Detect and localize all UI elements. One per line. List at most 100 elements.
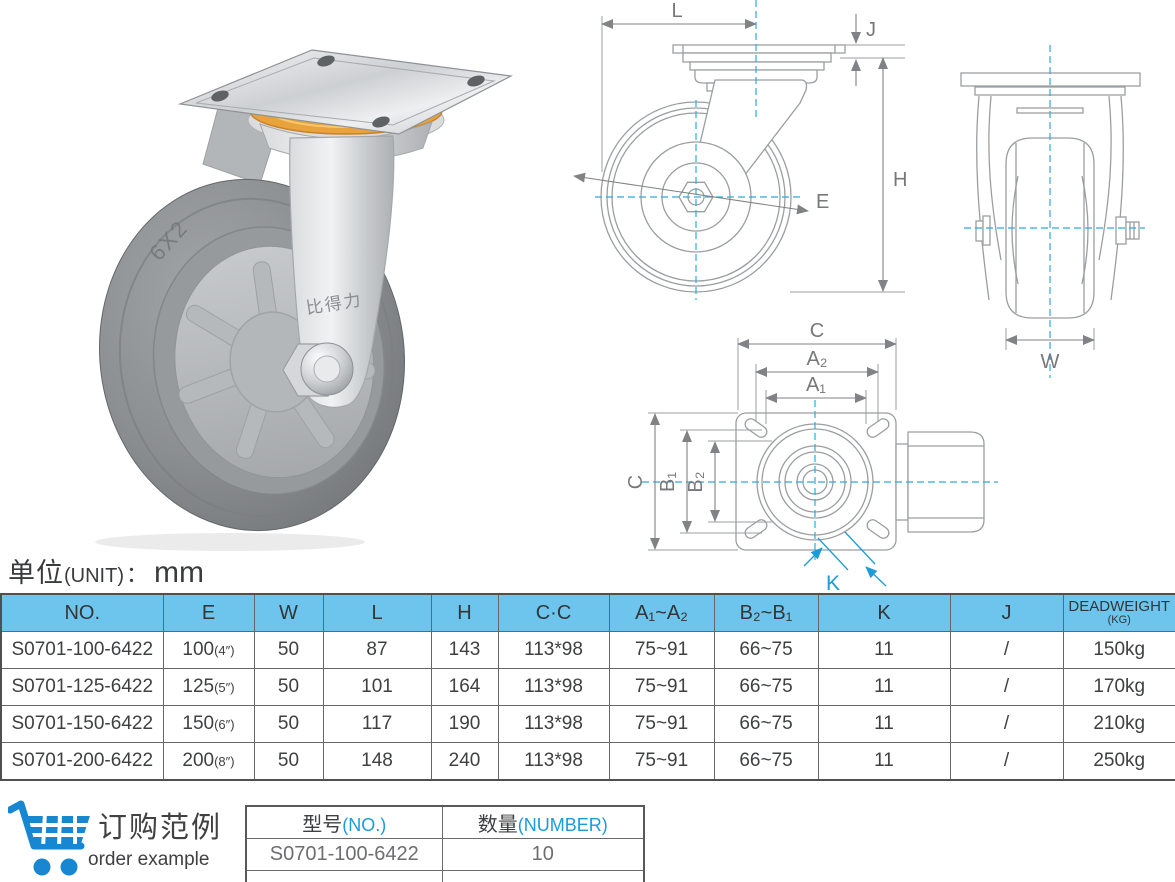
- spec-cell: 75~91: [608, 742, 715, 781]
- spec-header-cell-1: E: [162, 593, 255, 632]
- dim-label-E: E: [816, 191, 829, 213]
- dim-label-L: L: [671, 0, 682, 22]
- spec-header-cell-2: W: [253, 593, 324, 632]
- spec-header-cell-9: J: [949, 593, 1064, 632]
- order-example-title: 订购范例 order example: [88, 804, 222, 871]
- spec-cell: 250kg: [1062, 742, 1175, 781]
- spec-header-cell-7: B₂~B₁: [713, 593, 819, 632]
- dim-label-H: H: [893, 169, 907, 191]
- spec-cell: 125(5″): [162, 668, 255, 706]
- spec-cell: 100(4″): [162, 631, 255, 669]
- dim-label-B2: B₂: [685, 471, 707, 492]
- spec-header-cell-6: A₁~A₂: [608, 593, 715, 632]
- spec-cell: 87: [322, 631, 432, 669]
- top-plate: [177, 49, 513, 135]
- spec-cell: 113*98: [497, 668, 610, 706]
- spec-header-cell-3: L: [322, 593, 432, 632]
- spec-header-cell-5: C·C: [497, 593, 610, 632]
- front-fork-leg: [289, 135, 395, 408]
- order-cell: [441, 870, 645, 882]
- spec-cell: 11: [817, 668, 951, 706]
- order-table-row: [245, 870, 645, 882]
- spec-cell: /: [949, 668, 1064, 706]
- wheel: 6X2: [98, 178, 406, 532]
- spec-cell: /: [949, 631, 1064, 669]
- spec-header-cell-0: NO.: [0, 593, 164, 632]
- spec-cell: 190: [430, 705, 499, 743]
- spec-cell: 117: [322, 705, 432, 743]
- spec-cell: S0701-100-6422: [0, 631, 164, 669]
- spec-cell: 150(6″): [162, 705, 255, 743]
- cart-icon: [8, 800, 90, 876]
- dim-label-A2: A₂: [806, 348, 827, 370]
- unit-label-en: (UNIT): [64, 565, 124, 587]
- spec-cell: 164: [430, 668, 499, 706]
- spec-cell: 50: [253, 631, 324, 669]
- spec-cell: S0701-150-6422: [0, 705, 164, 743]
- spec-cell: 113*98: [497, 742, 610, 781]
- spec-cell: 148: [322, 742, 432, 781]
- spec-cell: 66~75: [713, 742, 819, 781]
- dim-label-W: W: [1041, 351, 1060, 373]
- spec-cell: 113*98: [497, 705, 610, 743]
- spec-cell: 75~91: [608, 705, 715, 743]
- drawing-bottom-view: C A₂ A₁ C B₁ B₂: [625, 320, 998, 595]
- spec-cell: 75~91: [608, 668, 715, 706]
- dim-label-A1: A₁: [806, 374, 826, 396]
- spec-cell: 101: [322, 668, 432, 706]
- order-cell: [245, 870, 443, 882]
- spec-cell: /: [949, 705, 1064, 743]
- spec-cell: 11: [817, 631, 951, 669]
- spec-cell: 50: [253, 705, 324, 743]
- technical-drawings: L J H E: [573, 0, 1145, 595]
- order-header-cell-0: 型号(NO.): [245, 805, 443, 839]
- spec-cell: 66~75: [713, 705, 819, 743]
- order-cell: S0701-100-6422: [245, 838, 443, 871]
- dim-label-C-left: C: [625, 475, 647, 489]
- drawing-front-view: W: [960, 45, 1145, 378]
- order-example-title-en: order example: [88, 849, 210, 870]
- spec-cell: S0701-200-6422: [0, 742, 164, 781]
- dim-label-C-top: C: [810, 320, 824, 342]
- spec-header-cell-10: DEADWEIGHT(KG): [1062, 593, 1175, 632]
- order-cell: 10: [441, 838, 645, 871]
- spec-cell: 11: [817, 742, 951, 781]
- spec-cell: 66~75: [713, 668, 819, 706]
- unit-label-cn: 单位: [8, 558, 64, 588]
- spec-cell: 11: [817, 705, 951, 743]
- dim-label-J: J: [866, 19, 876, 41]
- spec-header-cell-4: H: [430, 593, 499, 632]
- spec-cell: 210kg: [1062, 705, 1175, 743]
- product-photo: 6X2 比得力: [95, 49, 513, 551]
- spec-cell: 113*98: [497, 631, 610, 669]
- spec-cell: 50: [253, 742, 324, 781]
- spec-cell: 143: [430, 631, 499, 669]
- spec-cell: /: [949, 742, 1064, 781]
- spec-cell: 75~91: [608, 631, 715, 669]
- photo-shadow: [95, 533, 365, 551]
- drawing-side-view: L J H E: [573, 0, 907, 300]
- unit-value: mm: [154, 556, 204, 589]
- spec-header-cell-8: K: [817, 593, 951, 632]
- order-header-cell-1: 数量(NUMBER): [441, 805, 645, 839]
- spec-cell: S0701-125-6422: [0, 668, 164, 706]
- spec-cell: 170kg: [1062, 668, 1175, 706]
- spec-cell: 240: [430, 742, 499, 781]
- spec-cell: 150kg: [1062, 631, 1175, 669]
- spec-cell: 66~75: [713, 631, 819, 669]
- unit-label: 单位 (UNIT) ： mm: [8, 551, 204, 590]
- dim-label-B1: B₁: [657, 472, 679, 492]
- dim-label-K: K: [826, 572, 840, 595]
- unit-colon: ：: [125, 562, 148, 587]
- spec-cell: 50: [253, 668, 324, 706]
